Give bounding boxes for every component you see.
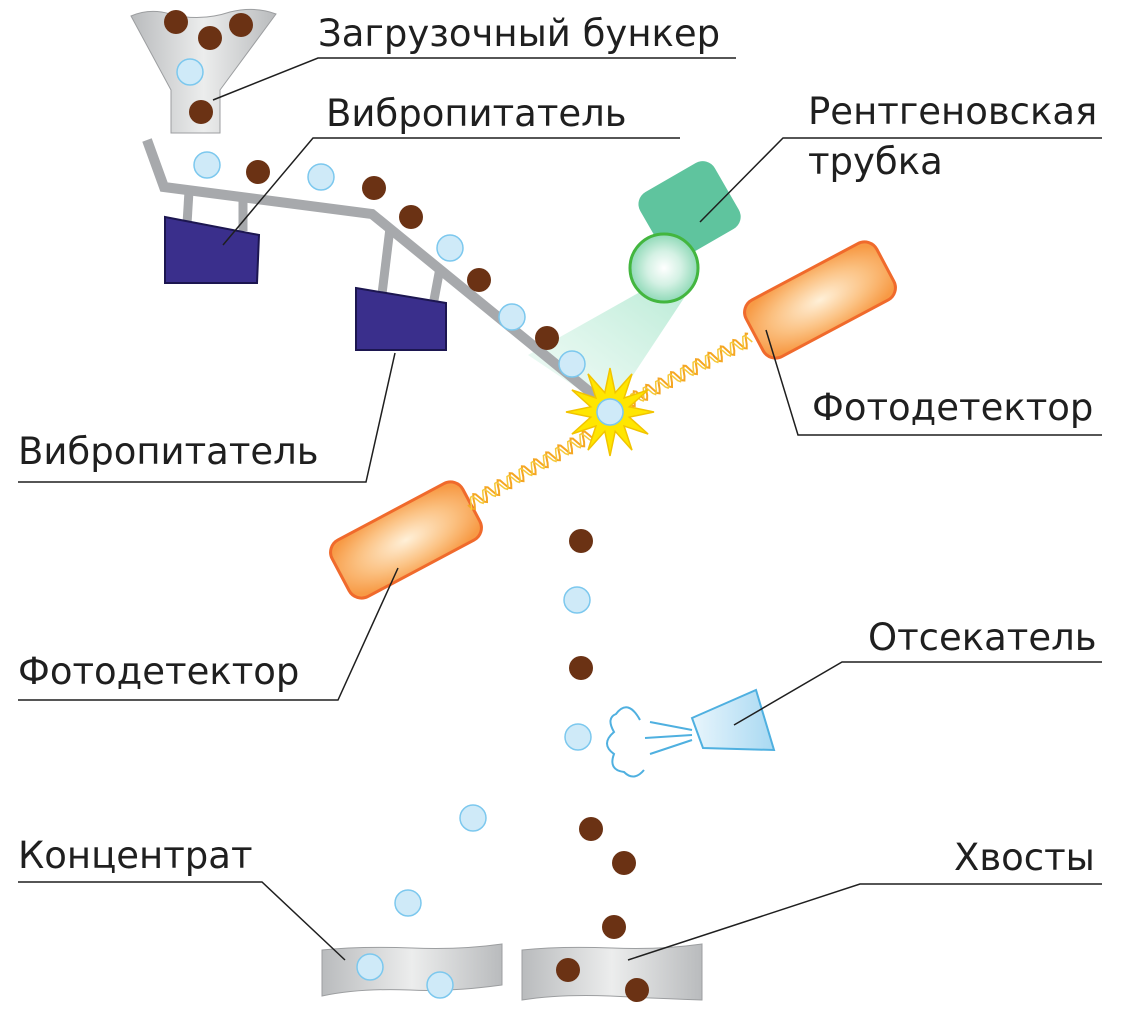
particles [164, 10, 649, 1002]
leader-feeder-lower [18, 352, 396, 483]
mineral-particle [193, 151, 221, 179]
ore-particle [569, 656, 593, 680]
ore-particle [569, 529, 593, 553]
ore-particle [246, 160, 270, 184]
mineral-particle [356, 953, 384, 981]
ore-particle [198, 26, 222, 50]
label-xray-tube-line1: Рентгеновская [808, 90, 1098, 133]
tailings-bin [521, 943, 703, 1001]
ore-particle [556, 958, 580, 982]
leader-feeder-upper [222, 137, 680, 246]
mineral-particle [558, 350, 586, 378]
leader-ejector [733, 661, 1102, 726]
label-feeder-upper: Вибропитатель [326, 92, 627, 135]
mineral-particle [307, 163, 335, 191]
leader-lines [18, 57, 1102, 961]
label-feeder-lower: Вибропитатель [18, 430, 319, 473]
vibrating-chute [142, 138, 616, 414]
ore-particle [229, 13, 253, 37]
leader-concentrate [18, 881, 346, 961]
label-concentrate: Концентрат [18, 834, 253, 877]
label-photodetector-right: Фотодетектор [812, 386, 1094, 429]
mineral-particle [394, 889, 422, 917]
ore-particle [362, 176, 386, 200]
mineral-particle [459, 804, 487, 832]
leader-tailings [627, 883, 1102, 961]
ore-particle [579, 817, 603, 841]
ore-particle [602, 915, 626, 939]
ore-particle [612, 851, 636, 875]
xray-tube [628, 161, 741, 304]
leader-hopper [212, 57, 736, 101]
leader-xray-tube [699, 137, 1102, 223]
ore-particle [189, 100, 213, 124]
signal-waves [467, 332, 753, 511]
label-ejector: Отсекатель [868, 616, 1097, 659]
photodetector-left [329, 480, 483, 600]
mineral-particle [563, 586, 591, 614]
mineral-particle [426, 971, 454, 999]
vibratory-feeder-lower [355, 286, 447, 351]
concentrate-bin [321, 943, 503, 997]
mineral-particle [176, 58, 204, 86]
ore-particle [625, 978, 649, 1002]
ore-particle [535, 326, 559, 350]
mineral-particle [498, 303, 526, 331]
ore-particle [399, 205, 423, 229]
air-ejector [606, 688, 776, 778]
leader-photodetector-right [765, 329, 1102, 436]
label-xray-tube-line2: трубка [808, 140, 943, 183]
mineral-particle [564, 723, 592, 751]
label-tailings: Хвосты [954, 836, 1095, 879]
vibratory-feeder-upper [164, 215, 261, 284]
mineral-particle [596, 398, 624, 426]
leader-photodetector-left [18, 567, 399, 701]
ore-particle [467, 268, 491, 292]
label-photodetector-left: Фотодетектор [18, 650, 300, 693]
mineral-particle [436, 234, 464, 262]
ore-particle [164, 10, 188, 34]
label-hopper: Загрузочный бункер [318, 12, 721, 55]
photodetector-right [743, 240, 897, 360]
